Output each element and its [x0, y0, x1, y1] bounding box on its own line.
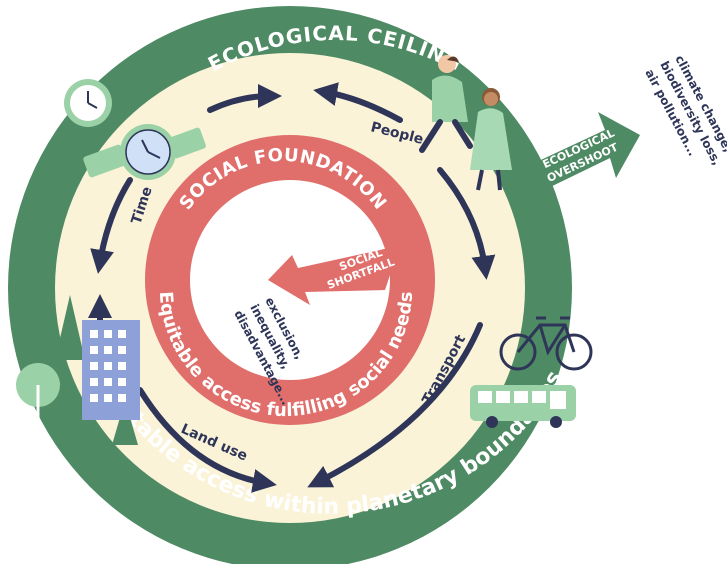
- arrow-people: [313, 82, 403, 123]
- social-shortfall-arrow: SOCIAL SHORTFALL: [268, 245, 400, 305]
- arrow-landuse: [137, 387, 277, 493]
- arrow-time-top: [207, 84, 282, 113]
- bus-icon: [470, 385, 576, 428]
- pine-tree-icon: [55, 295, 138, 445]
- people-walking-icon: [419, 55, 512, 191]
- arrow-transport: [307, 322, 483, 488]
- building-icon: [82, 320, 140, 420]
- arrow-people-right: [437, 167, 496, 280]
- bicycle-icon: [499, 316, 593, 371]
- tree-icon: [16, 363, 60, 430]
- ecological-overshoot-arrow: ECOLOGICAL OVERSHOOT: [530, 112, 640, 192]
- overshoot-examples: climate change, biodiversity loss, air p…: [642, 53, 727, 168]
- watch-icon: [83, 124, 206, 180]
- arrow-time-left: [90, 177, 133, 274]
- clock-icon: [64, 79, 112, 127]
